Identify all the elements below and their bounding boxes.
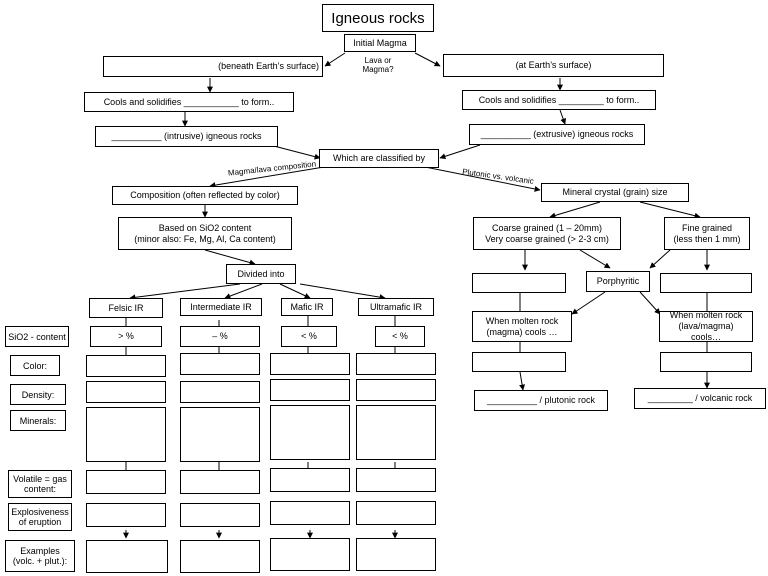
intermediate-volatile-cell[interactable] xyxy=(180,470,260,494)
ultramafic-examples-cell[interactable] xyxy=(356,538,436,571)
mafic-volatile-cell[interactable] xyxy=(270,468,350,492)
felsic-examples-cell[interactable] xyxy=(86,540,168,573)
row-label-sio2: SiO2 - content xyxy=(5,326,69,347)
ultramafic-density-cell[interactable] xyxy=(356,379,436,401)
felsic-minerals-cell[interactable] xyxy=(86,407,166,462)
fine-grained-box: Fine grained (less then 1 mm) xyxy=(664,217,750,250)
ultramafic-volatile-cell[interactable] xyxy=(356,468,436,492)
lava-answer-box[interactable] xyxy=(660,352,752,372)
intermediate-sio2-box: – % xyxy=(180,326,260,347)
when-magma-cools-box: When molten rock (magma) cools … xyxy=(472,311,572,342)
mafic-color-cell[interactable] xyxy=(270,353,350,375)
plutonic-rock-box: __________ / plutonic rock xyxy=(474,390,608,411)
fine-answer-box[interactable] xyxy=(660,273,752,293)
classified-by-box: Which are classified by xyxy=(319,149,439,168)
felsic-explosiveness-cell[interactable] xyxy=(86,503,166,527)
column-felsic: Felsic IR xyxy=(89,298,163,318)
extrusive-rocks-box: __________ (extrusive) igneous rocks xyxy=(469,124,645,145)
column-ultramafic: Ultramafic IR xyxy=(358,298,434,316)
felsic-sio2-box: > % xyxy=(90,326,162,347)
beneath-surface-box: (beneath Earth’s surface) xyxy=(103,56,323,77)
porphyritic-box: Porphyritic xyxy=(586,271,650,292)
mafic-minerals-cell[interactable] xyxy=(270,405,350,460)
cools-extrusive-box: Cools and solidifies _________ to form.. xyxy=(462,90,656,110)
mafic-sio2-box: < % xyxy=(281,326,337,347)
coarse-answer-box[interactable] xyxy=(472,273,566,293)
felsic-volatile-cell[interactable] xyxy=(86,470,166,494)
row-label-color: Color: xyxy=(10,355,60,376)
magma-answer-box[interactable] xyxy=(472,352,566,372)
row-label-examples: Examples (volc. + plut.): xyxy=(5,540,75,572)
mafic-density-cell[interactable] xyxy=(270,379,350,401)
mineral-size-box: Mineral crystal (grain) size xyxy=(541,183,689,202)
coarse-grained-box: Coarse grained (1 – 20mm) Very coarse gr… xyxy=(473,217,621,250)
column-mafic: Mafic IR xyxy=(281,298,333,316)
ultramafic-sio2-box: < % xyxy=(375,326,425,347)
intermediate-color-cell[interactable] xyxy=(180,353,260,375)
initial-magma-box: Initial Magma xyxy=(344,34,416,52)
row-label-volatile: Volatile = gas content: xyxy=(8,470,72,498)
felsic-density-cell[interactable] xyxy=(86,381,166,403)
felsic-color-cell[interactable] xyxy=(86,355,166,377)
cools-intrusive-box: Cools and solidifies ___________ to form… xyxy=(84,92,294,112)
column-intermediate: Intermediate IR xyxy=(180,298,262,316)
when-lava-cools-box: When molten rock (lava/magma) cools… xyxy=(659,310,753,342)
intermediate-minerals-cell[interactable] xyxy=(180,407,260,462)
intermediate-explosiveness-cell[interactable] xyxy=(180,503,260,527)
at-surface-box: (at Earth’s surface) xyxy=(443,54,664,77)
title: Igneous rocks xyxy=(322,4,434,32)
composition-box: Composition (often reflected by color) xyxy=(112,186,298,205)
ultramafic-minerals-cell[interactable] xyxy=(356,405,436,460)
row-label-minerals: Minerals: xyxy=(10,410,66,431)
mafic-explosiveness-cell[interactable] xyxy=(270,501,350,525)
lava-or-magma-label: Lava or Magma? xyxy=(362,56,394,74)
row-label-explosiveness: Explosiveness of eruption xyxy=(8,503,72,531)
intrusive-rocks-box: __________ (intrusive) igneous rocks xyxy=(95,126,278,147)
ultramafic-explosiveness-cell[interactable] xyxy=(356,501,436,525)
mafic-examples-cell[interactable] xyxy=(270,538,350,571)
row-label-density: Density: xyxy=(10,384,66,405)
divided-into-box: Divided into xyxy=(226,264,296,284)
volcanic-rock-box: _________ / volcanic rock xyxy=(634,388,766,409)
sio2-basis-box: Based on SiO2 content (minor also: Fe, M… xyxy=(118,217,292,250)
intermediate-examples-cell[interactable] xyxy=(180,540,260,573)
intermediate-density-cell[interactable] xyxy=(180,381,260,403)
ultramafic-color-cell[interactable] xyxy=(356,353,436,375)
